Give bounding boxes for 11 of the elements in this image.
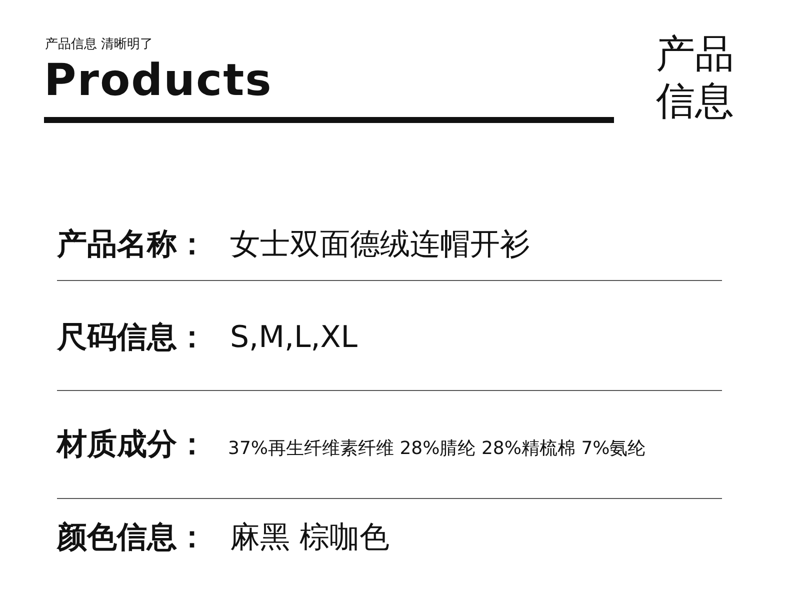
field-value: 37%再生纤维素纤维 28%腈纶 28%精梳棉 7%氨纶 [228, 439, 646, 460]
field-value: S,M,L,XL [230, 321, 358, 356]
field-label: 尺码信息： [57, 321, 207, 356]
field-label: 产品名称： [57, 228, 207, 262]
heading: Products [44, 56, 272, 107]
field-label: 材质成分： [57, 428, 207, 462]
field-value: 麻黑 棕咖色 [230, 521, 390, 556]
subheading: 产品信息 清晰明了 [45, 38, 154, 53]
field-value: 女士双面德绒连帽开衫 [230, 228, 530, 262]
side-heading: 产品信息 [656, 32, 735, 126]
field-label: 颜色信息： [57, 521, 207, 556]
